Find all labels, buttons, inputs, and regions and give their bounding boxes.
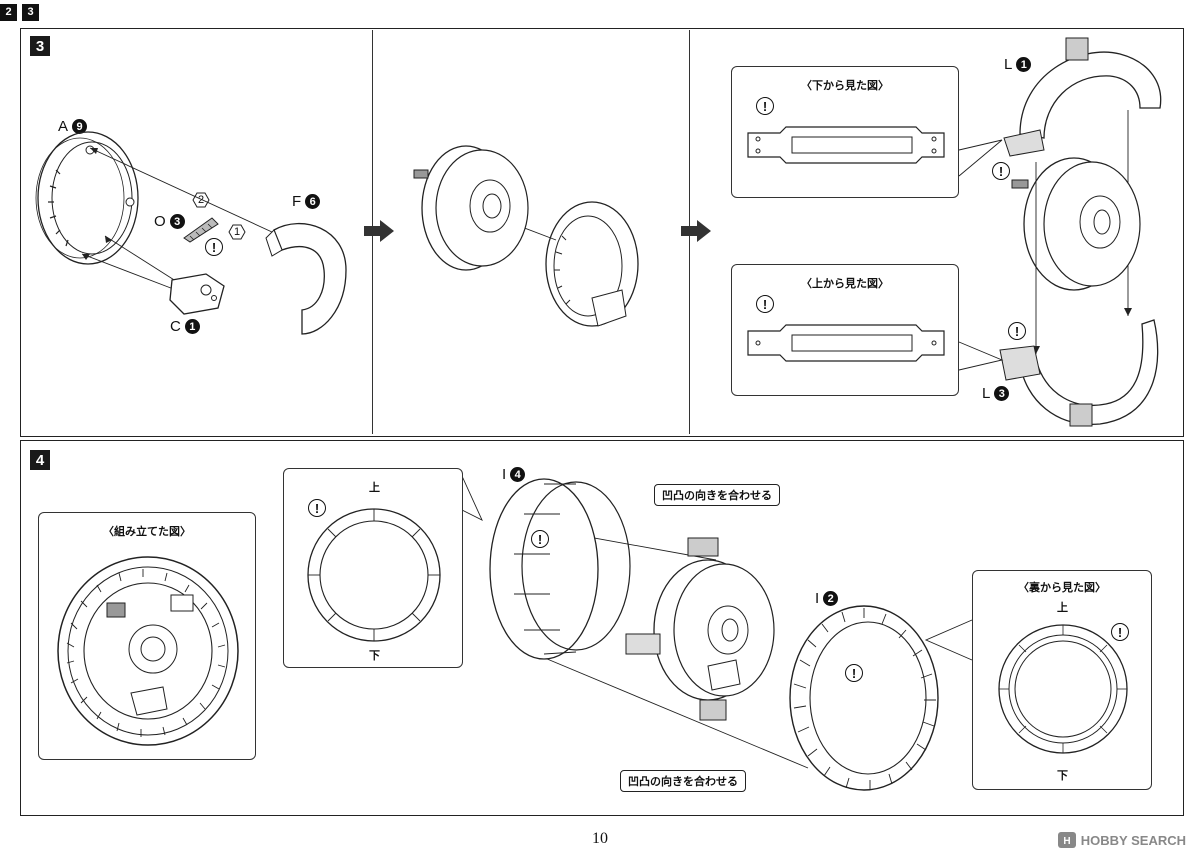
warning-icon: ! xyxy=(531,530,549,548)
part-letter: F xyxy=(292,193,302,210)
ring-back-view-drawing xyxy=(998,624,1128,754)
warning-icon: ! xyxy=(756,97,774,115)
back-bottom-label: 下 xyxy=(1057,769,1068,782)
part-label-I4: I 4 xyxy=(502,466,526,483)
wheel-assembly-center-drawing xyxy=(1011,157,1141,291)
part-number-badge: 9 xyxy=(72,119,88,134)
step-4-badge: 4 xyxy=(30,450,50,470)
hub-with-fender-drawing xyxy=(625,537,775,721)
part-label-I2: I 2 xyxy=(815,590,839,607)
ring-top-label: 上 xyxy=(369,481,380,494)
part-letter: L xyxy=(982,385,991,402)
warning-icon: ! xyxy=(756,295,774,313)
order-mark-2: 2 xyxy=(192,192,210,208)
inset-view-from-below: 〈下から見た図〉 ! xyxy=(731,66,959,198)
part-number-badge: 1 xyxy=(1016,57,1032,72)
part-letter: O xyxy=(154,213,166,230)
ring-bottom-label: 下 xyxy=(369,649,380,662)
bracket-top-view-drawing xyxy=(747,324,945,362)
step-3-badge: 3 xyxy=(30,36,50,56)
inset-view-from-above: 〈上から見た図〉 ! xyxy=(731,264,959,396)
fender-bottom-drawing xyxy=(999,319,1159,427)
inset-title: 〈上から見た図〉 xyxy=(801,277,889,290)
order-mark-text: 2 xyxy=(197,194,205,206)
part-I-ring-inner-drawing xyxy=(489,478,631,660)
wheel-half-drawing xyxy=(545,201,639,327)
next-step-arrow-icon xyxy=(681,220,711,242)
step-4-panel: 4 xyxy=(20,440,1184,816)
part-label-L1: L 1 xyxy=(1004,56,1032,73)
back-top-label: 上 xyxy=(1057,601,1068,614)
back-view-inset: 〈裏から見た図〉 上 ! 下 xyxy=(972,570,1152,790)
order-mark-frame-icon xyxy=(228,224,246,240)
assembled-wheel-drawing xyxy=(57,556,239,746)
warning-icon: ! xyxy=(1008,322,1026,340)
inset-title: 〈組み立てた図〉 xyxy=(103,525,191,538)
assembled-view-inset: 〈組み立てた図〉 xyxy=(38,512,256,760)
step-3-panel: 3 xyxy=(20,28,1184,437)
ring-flat-view-drawing xyxy=(307,508,441,642)
part-label-F6: F 6 xyxy=(292,193,321,210)
part-number-badge: 1 xyxy=(184,319,200,334)
page-number: 10 xyxy=(592,830,608,847)
warning-icon: ! xyxy=(845,664,863,682)
part-number-badge: 2 xyxy=(823,591,839,606)
order-mark-text: 1 xyxy=(233,226,241,238)
part-letter: C xyxy=(170,318,181,335)
hub-assembly-drawing xyxy=(413,145,529,271)
part-label-A9: A 9 xyxy=(58,118,88,135)
inset-title: 〈下から見た図〉 xyxy=(801,79,889,92)
watermark: H HOBBY SEARCH xyxy=(1057,832,1186,848)
part-label-O3: O 3 xyxy=(154,213,185,230)
part-A-ring-drawing xyxy=(35,131,139,265)
part-label-C1: C 1 xyxy=(170,318,200,335)
warning-icon: ! xyxy=(205,238,223,256)
align-callout: 凹凸の向きを合わせる xyxy=(620,770,746,792)
svg-text:H: H xyxy=(1063,836,1070,847)
fender-top-drawing xyxy=(1003,37,1162,157)
part-letter: I xyxy=(502,466,507,483)
part-C-block-drawing xyxy=(169,273,225,315)
align-callout: 凹凸の向きを合わせる xyxy=(654,484,780,506)
order-mark-1: 1 xyxy=(228,224,246,240)
hobby-search-logo-icon: H xyxy=(1057,832,1076,848)
bracket-bottom-view-drawing xyxy=(747,126,945,164)
ring-top-bottom-inset: 上 ! 下 xyxy=(283,468,463,668)
part-O-spring-drawing xyxy=(183,217,219,243)
subassembly-ref-badge: 2 xyxy=(0,3,17,21)
warning-icon: ! xyxy=(1111,623,1129,641)
next-step-arrow-icon xyxy=(364,220,394,242)
part-letter: L xyxy=(1004,56,1013,73)
inset-title: 〈裏から見た図〉 xyxy=(1018,581,1106,594)
part-number-badge: 3 xyxy=(994,386,1010,401)
order-mark-frame-icon xyxy=(192,192,210,208)
warning-icon: ! xyxy=(992,162,1010,180)
part-I-tire-drawing xyxy=(789,605,939,791)
part-letter: I xyxy=(815,590,820,607)
part-F-arc-drawing xyxy=(265,222,347,335)
part-number-badge: 6 xyxy=(305,194,321,209)
warning-icon: ! xyxy=(308,499,326,517)
part-letter: A xyxy=(58,118,69,135)
subassembly-ref-badge: 3 xyxy=(22,3,40,21)
part-number-badge: 3 xyxy=(169,214,185,229)
part-number-badge: 4 xyxy=(510,467,526,482)
watermark-text: HOBBY SEARCH xyxy=(1080,832,1186,848)
part-label-L3: L 3 xyxy=(982,385,1010,402)
